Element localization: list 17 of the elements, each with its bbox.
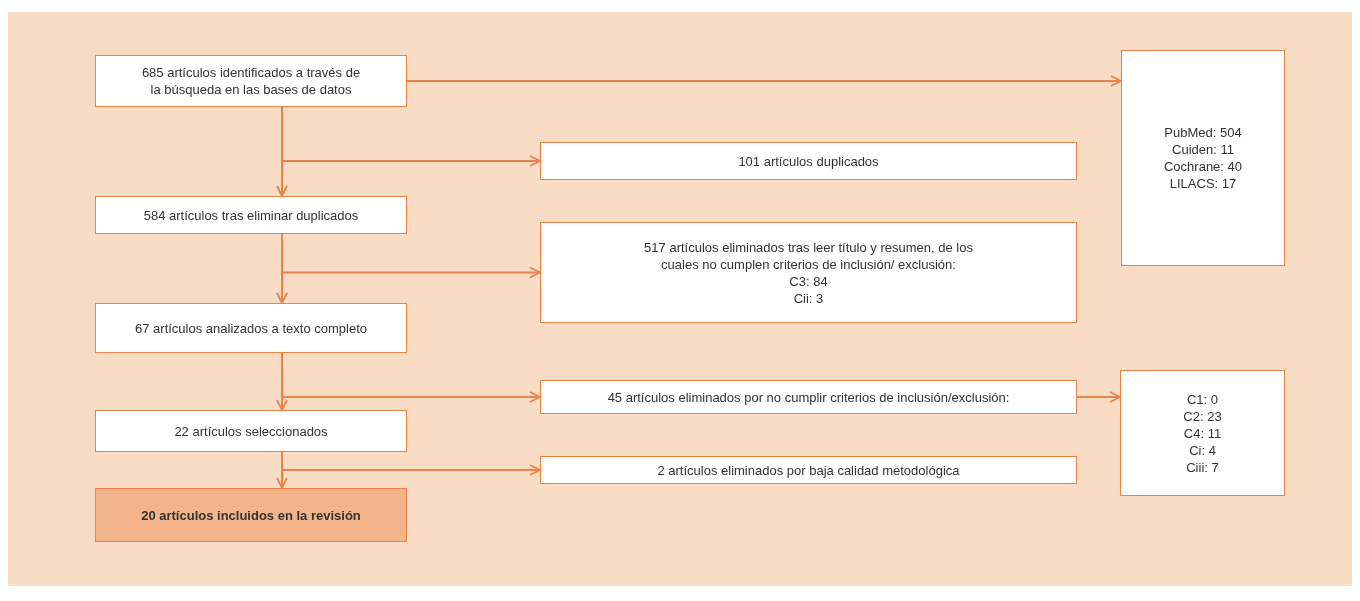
- arrow: [406, 75, 1122, 87]
- arrow: [276, 451, 288, 489]
- arrow: [1076, 391, 1121, 403]
- process-box: PubMed: 504 Cuiden: 11 Cochrane: 40 LILACS: 17: [1121, 50, 1285, 266]
- process-box: 45 artículos eliminados por no cumplir criterios de inclusión/exclusión:: [540, 380, 1077, 414]
- process-box: 685 artículos identificados a través de la búsqueda en las bases de datos: [95, 55, 407, 107]
- process-box: 517 artículos eliminados tras leer título y resumen, de los cuales no cumplen criterios de inclusión/ exclusión: C3: 84 Cii: 3: [540, 222, 1077, 323]
- process-box: 101 artículos duplicados: [540, 142, 1077, 180]
- arrow: [276, 106, 288, 197]
- process-box: C1: 0 C2: 23 C4: 11 Ci: 4 Ciii: 7: [1120, 370, 1285, 496]
- result-box: 20 artículos incluidos en la revisión: [95, 488, 407, 542]
- process-box: 22 artículos seleccionados: [95, 410, 407, 452]
- process-box: 67 artículos analizados a texto completo: [95, 303, 407, 353]
- process-box: 2 artículos eliminados por baja calidad metodológica: [540, 456, 1077, 484]
- arrow: [276, 352, 288, 411]
- arrow: [276, 233, 288, 304]
- process-box: 584 artículos tras eliminar duplicados: [95, 196, 407, 234]
